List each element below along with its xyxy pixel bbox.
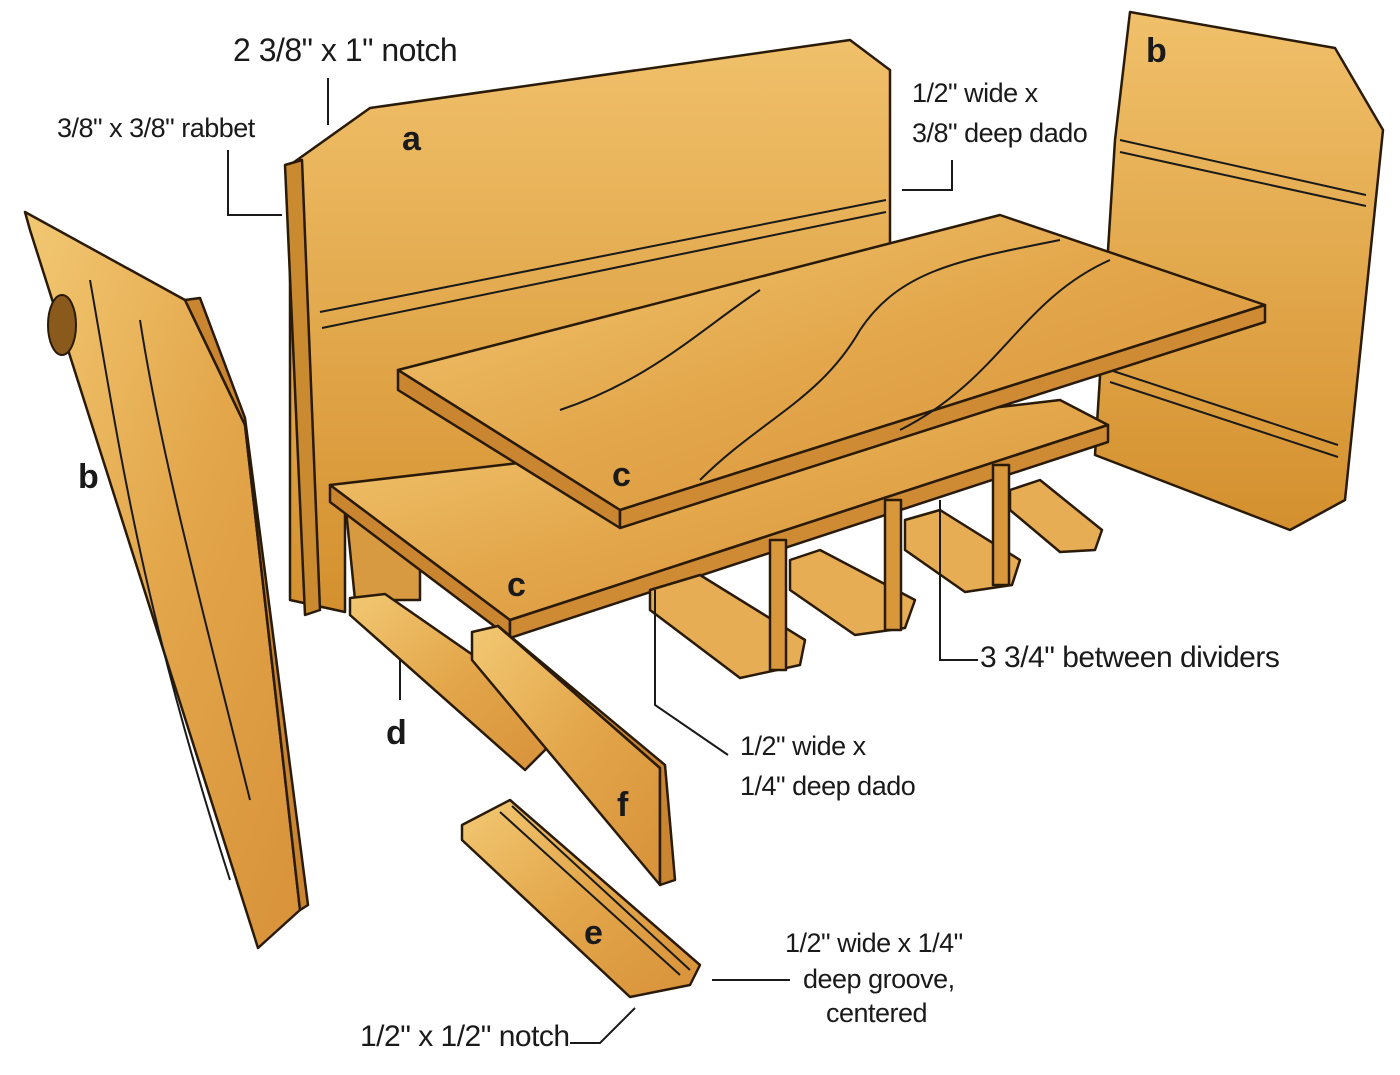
panel-f [470, 624, 677, 887]
strip-e [460, 798, 702, 999]
part-label-c-lower: c [507, 566, 526, 604]
label-rabbet: 3/8" x 3/8" rabbet [57, 113, 255, 143]
label-groove-line2: deep groove, [803, 964, 955, 994]
part-label-f: f [617, 786, 629, 824]
part-label-a: a [402, 120, 421, 158]
label-notch-top: 2 3/8" x 1" notch [233, 32, 458, 68]
part-label-e: e [584, 914, 603, 952]
part-label-b-left: b [78, 458, 99, 496]
label-groove-line3: centered [826, 998, 928, 1028]
hole-icon [47, 294, 77, 356]
side-panel-b-left [23, 210, 310, 950]
leader-lines [227, 78, 978, 1044]
label-dado-top-line2: 3/8" deep dado [912, 118, 1088, 148]
part-label-d: d [386, 714, 407, 752]
dividers [648, 463, 1104, 680]
label-dado-bottom-line1: 1/2" wide x [740, 731, 866, 761]
label-notch-bottom: 1/2" x 1/2" notch [360, 1020, 570, 1053]
label-groove-line1: 1/2" wide x 1/4" [785, 928, 963, 958]
label-dado-top-line1: 1/2" wide x [912, 78, 1038, 108]
part-label-b-right: b [1146, 32, 1167, 70]
lower-shelf-c [328, 398, 1110, 640]
label-dado-bottom-line2: 1/4" deep dado [740, 771, 916, 801]
part-label-c-upper: c [612, 456, 631, 494]
label-between-dividers: 3 3/4" between dividers [980, 641, 1280, 674]
side-panel-b-right [1093, 10, 1385, 532]
upper-shelf-c [396, 213, 1267, 530]
